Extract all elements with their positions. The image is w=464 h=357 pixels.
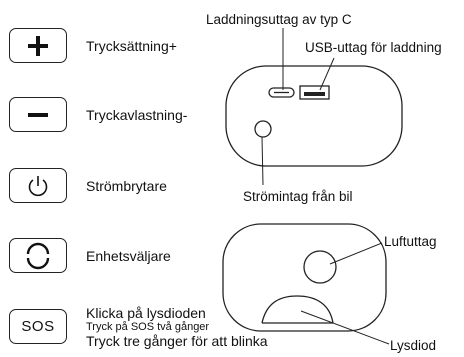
led-leader bbox=[300, 310, 390, 345]
usb-c-port bbox=[268, 87, 295, 98]
unit-cycle-icon bbox=[26, 242, 50, 269]
device-front-view bbox=[222, 223, 390, 345]
plus-icon bbox=[28, 35, 48, 56]
device-top-outline bbox=[225, 65, 403, 167]
usb-c-callout: Laddningsuttag av typ C bbox=[206, 12, 352, 27]
sos-line-3: Tryck tre gånger för att blinka bbox=[86, 333, 268, 349]
air-outlet bbox=[303, 250, 337, 284]
power-icon bbox=[28, 175, 48, 196]
led-window bbox=[261, 295, 334, 324]
sos-line-2: Tryck på SOS två gånger bbox=[86, 321, 210, 333]
sos-description: Klicka på lysdioden Tryck på SOS två gån… bbox=[86, 306, 268, 348]
minus-icon bbox=[28, 112, 48, 117]
device-top-view bbox=[225, 28, 403, 186]
usb-callout: USB-uttag för laddning bbox=[305, 40, 442, 55]
usb-leader bbox=[319, 57, 335, 91]
plus-label: Trycksättning+ bbox=[86, 38, 177, 54]
power-label: Strömbrytare bbox=[86, 178, 167, 194]
led-callout: Lysdiod bbox=[390, 338, 437, 353]
power-button[interactable] bbox=[9, 168, 67, 203]
sos-button[interactable]: SOS bbox=[9, 309, 67, 344]
device-front-outline bbox=[222, 223, 387, 332]
air-callout: Luftuttag bbox=[384, 234, 437, 249]
car-leader bbox=[261, 136, 264, 186]
car-callout: Strömintag från bil bbox=[243, 189, 353, 204]
sos-icon-text: SOS bbox=[21, 318, 55, 335]
sos-line-1: Klicka på lysdioden bbox=[86, 305, 206, 321]
car-power-inlet bbox=[254, 120, 272, 138]
air-leader bbox=[329, 242, 383, 265]
minus-button[interactable] bbox=[9, 97, 67, 132]
minus-label: Tryckavlastning- bbox=[86, 107, 188, 123]
usb-port bbox=[299, 85, 330, 100]
unit-label: Enhetsväljare bbox=[86, 248, 171, 264]
plus-button[interactable] bbox=[9, 28, 67, 63]
unit-button[interactable] bbox=[9, 238, 67, 273]
